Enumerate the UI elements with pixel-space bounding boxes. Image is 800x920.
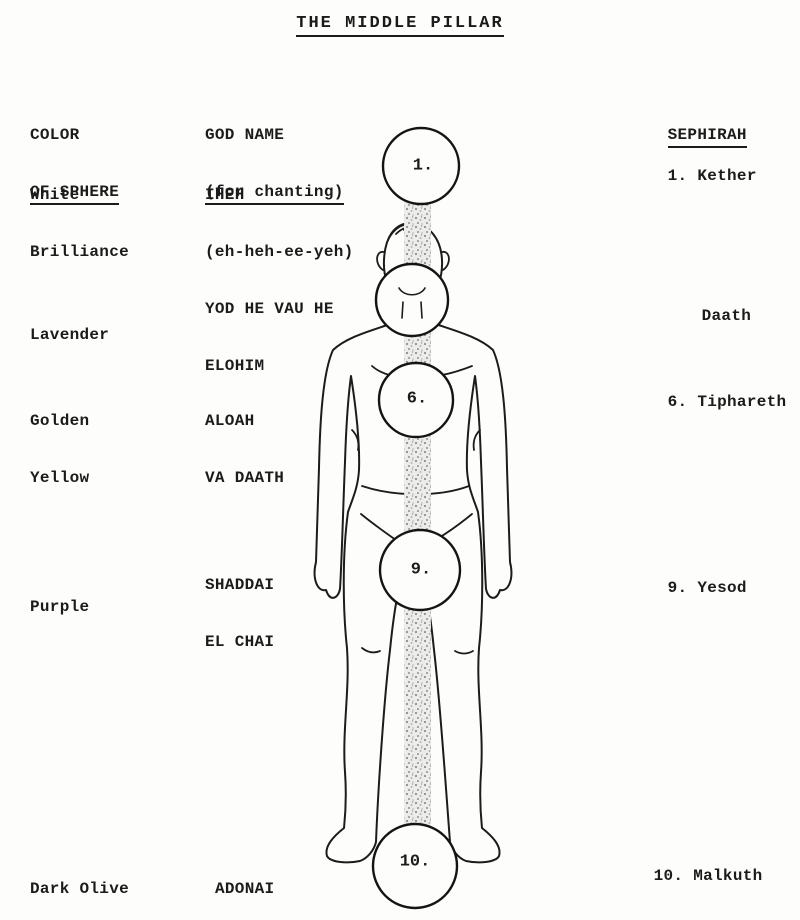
sphere-tiphareth-circle: [377, 361, 455, 439]
kether-god-name-label: IHEH (eh-heh-ee-yeh): [205, 186, 354, 261]
page-title: THE MIDDLE PILLAR: [0, 14, 800, 37]
malkuth-god-name-label: ADONAI HA ARETZ: [215, 880, 275, 898]
sphere-yesod-number: 9.: [410, 560, 432, 580]
tiphareth-sephirah-label: 6. Tiphareth: [667, 393, 787, 411]
chin-detail: [398, 287, 426, 319]
middle-pillar-band: [404, 150, 431, 880]
daath-color-label: Lavender: [30, 326, 110, 344]
sphere-daath-circle: [374, 262, 450, 338]
sphere-kether-number: 1.: [412, 156, 434, 176]
sphere-malkuth-number: 10.: [399, 852, 431, 872]
tiphareth-god-name-label: ALOAH VA DAATH: [205, 412, 285, 487]
sephiroth-circles: [371, 126, 462, 910]
sphere-tiphareth-number: 6.: [406, 389, 428, 409]
daath-god-name-label: YOD HE VAU HE ELOHIM: [205, 300, 334, 375]
yesod-color-label: Purple: [30, 598, 90, 616]
sphere-yesod-circle: [378, 528, 462, 612]
kether-color-label: White Brilliance: [30, 186, 130, 261]
color-column-header: COLOR OF SPHERE: [30, 88, 120, 243]
daath-sephirah-label: Daath: [701, 307, 752, 325]
tiphareth-color-label: Golden Yellow: [30, 412, 90, 487]
sphere-malkuth-circle: [371, 822, 459, 910]
yesod-god-name-label: SHADDAI EL CHAI: [205, 576, 275, 651]
malkuth-color-label: Dark Olive Green or Black: [30, 880, 130, 898]
sphere-kether-circle: [381, 126, 461, 206]
god-name-column-header: GOD NAME (for chanting): [205, 88, 344, 243]
yesod-sephirah-label: 9. Yesod: [667, 579, 747, 597]
sephirah-column-header: SEPHIRAH: [628, 107, 747, 167]
kether-sephirah-label: 1. Kether: [667, 167, 757, 185]
malkuth-sephirah-label: 10. Malkuth: [653, 867, 763, 885]
